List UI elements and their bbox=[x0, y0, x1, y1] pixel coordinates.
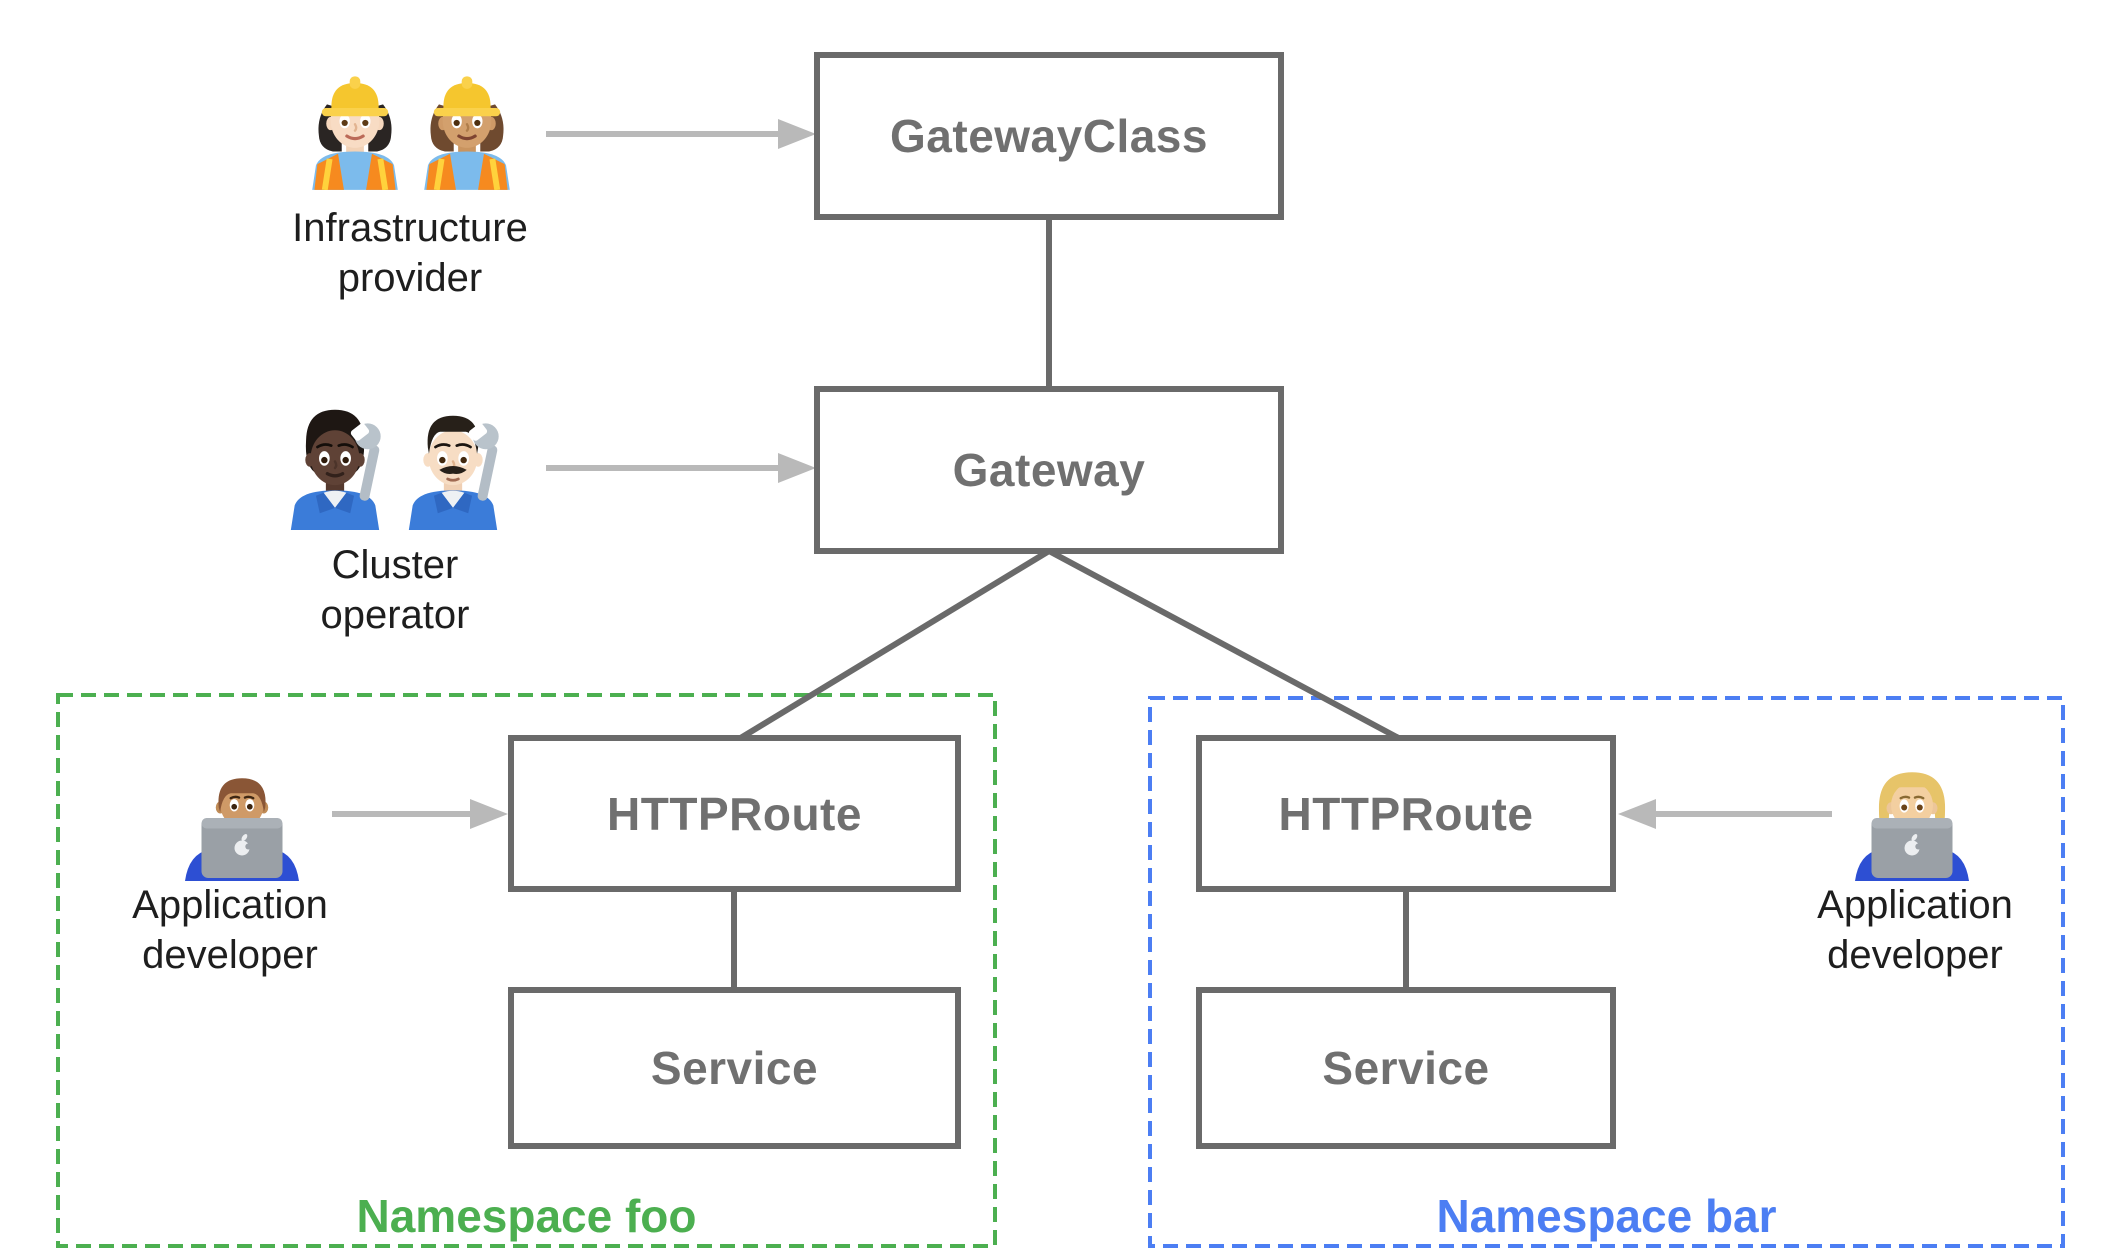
infrastructure-provider-label-line1: Infrastructure bbox=[292, 206, 528, 250]
node-httproute-foo: HTTPRoute bbox=[508, 735, 961, 892]
namespace-foo-boundary bbox=[56, 693, 997, 1248]
node-service-bar-label: Service bbox=[1322, 1042, 1490, 1094]
arrow-infrastructure-provider-to-gatewayclass bbox=[546, 119, 816, 149]
node-service-bar: Service bbox=[1196, 987, 1616, 1149]
woman-construction-worker-light-icon bbox=[312, 76, 398, 190]
woman-construction-worker-medium-icon bbox=[424, 76, 510, 190]
edge-gateway-httproute-bar bbox=[1047, 548, 1408, 745]
man-technologist-medium-icon bbox=[185, 778, 299, 881]
arrow-application-developer-to-httproute-bar bbox=[1618, 799, 1832, 829]
infrastructure-provider-label: Infrastructure provider bbox=[255, 203, 565, 303]
application-developer-bar-label: Application developer bbox=[1760, 880, 2070, 980]
person-mechanic-dark-icon bbox=[290, 409, 381, 530]
man-mechanic-light-icon bbox=[408, 415, 499, 530]
application-developer-bar-label-line2: developer bbox=[1827, 933, 2003, 977]
node-service-foo-label: Service bbox=[650, 1042, 819, 1094]
infrastructure-provider-label-line2: provider bbox=[337, 256, 483, 300]
node-gatewayclass: GatewayClass bbox=[814, 52, 1284, 220]
application-developer-foo-label-line2: developer bbox=[142, 933, 318, 977]
cluster-operator-label-line1: Cluster bbox=[331, 543, 459, 587]
edge-gateway-httproute-foo bbox=[732, 548, 1051, 745]
node-gateway-label: Gateway bbox=[952, 444, 1146, 496]
application-developer-foo-label: Application developer bbox=[75, 880, 385, 980]
namespace-foo-label: Namespace foo bbox=[356, 1190, 697, 1242]
node-gateway: Gateway bbox=[814, 386, 1284, 554]
namespace-bar-boundary bbox=[1148, 696, 2065, 1248]
woman-technologist-blonde-icon bbox=[1855, 772, 1969, 881]
node-service-foo: Service bbox=[508, 987, 961, 1149]
node-gatewayclass-label: GatewayClass bbox=[890, 110, 1208, 162]
node-httproute-bar-label: HTTPRoute bbox=[1278, 787, 1534, 840]
arrow-application-developer-to-httproute-foo bbox=[332, 799, 508, 829]
cluster-operator-label-line2: operator bbox=[320, 593, 470, 637]
cluster-operator-label: Cluster operator bbox=[240, 540, 550, 640]
application-developer-foo-label-line1: Application bbox=[132, 883, 328, 927]
namespace-bar-label: Namespace bar bbox=[1436, 1190, 1777, 1242]
arrow-cluster-operator-to-gateway bbox=[546, 453, 816, 483]
node-httproute-foo-label: HTTPRoute bbox=[607, 787, 862, 840]
node-httproute-bar: HTTPRoute bbox=[1196, 735, 1616, 892]
application-developer-bar-label-line1: Application bbox=[1817, 883, 2013, 927]
